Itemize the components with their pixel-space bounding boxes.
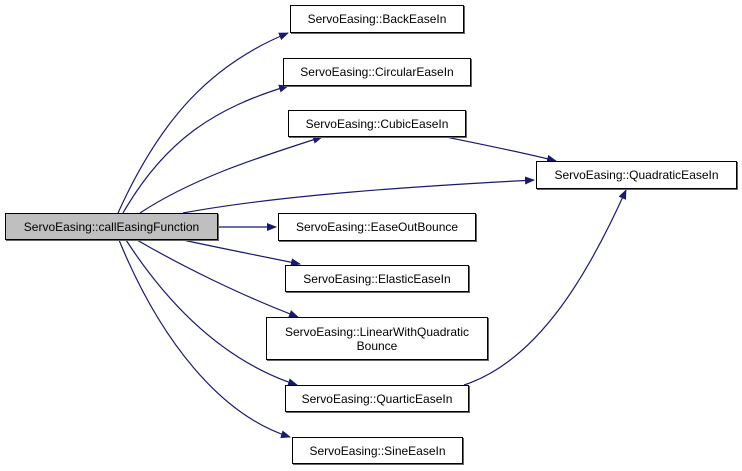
- edge-root-circular: [122, 84, 289, 214]
- edge-root-sine: [118, 239, 291, 439]
- node-label: ServoEasing::ElasticEaseIn: [303, 271, 451, 286]
- edge-root-quadratic: [182, 176, 535, 214]
- edge-root-elastic: [182, 239, 301, 267]
- node-label: ServoEasing::CubicEaseIn: [305, 116, 449, 131]
- node-quadratic-ease-in[interactable]: ServoEasing::QuadraticEaseIn: [536, 161, 737, 189]
- node-quartic-ease-in[interactable]: ServoEasing::QuarticEaseIn: [285, 385, 469, 412]
- node-label: ServoEasing::CircularEaseIn: [300, 65, 454, 79]
- edge-root-linearquad: [136, 239, 299, 318]
- node-label: ServoEasing::callEasingFunction: [23, 219, 200, 234]
- node-label: ServoEasing::EaseOutBounce: [295, 220, 459, 234]
- node-back-ease-in[interactable]: ServoEasing::BackEaseIn: [290, 5, 464, 33]
- node-ease-out-bounce[interactable]: ServoEasing::EaseOutBounce: [278, 213, 476, 241]
- node-label: ServoEasing::LinearWithQuadratic Bounce: [284, 324, 470, 353]
- edge-quartic-quadratic: [463, 189, 627, 386]
- edge-root-back: [117, 32, 289, 214]
- node-circular-ease-in[interactable]: ServoEasing::CircularEaseIn: [283, 58, 471, 86]
- edge-root-quartic: [125, 239, 298, 387]
- node-elastic-ease-in[interactable]: ServoEasing::ElasticEaseIn: [285, 265, 469, 292]
- node-label: ServoEasing::QuarticEaseIn: [301, 391, 453, 406]
- node-label: ServoEasing::BackEaseIn: [307, 12, 447, 26]
- node-call-easing-function[interactable]: ServoEasing::callEasingFunction: [5, 213, 218, 240]
- edge-root-cubic: [139, 135, 323, 214]
- node-label: ServoEasing::SineEaseIn: [309, 443, 446, 458]
- node-sine-ease-in[interactable]: ServoEasing::SineEaseIn: [292, 437, 463, 464]
- edge-cubic-quadratic: [445, 136, 557, 163]
- node-linear-with-quadratic-bounce[interactable]: ServoEasing::LinearWithQuadratic Bounce: [266, 317, 488, 360]
- node-cubic-ease-in[interactable]: ServoEasing::CubicEaseIn: [288, 110, 466, 137]
- node-label: ServoEasing::QuadraticEaseIn: [554, 168, 719, 182]
